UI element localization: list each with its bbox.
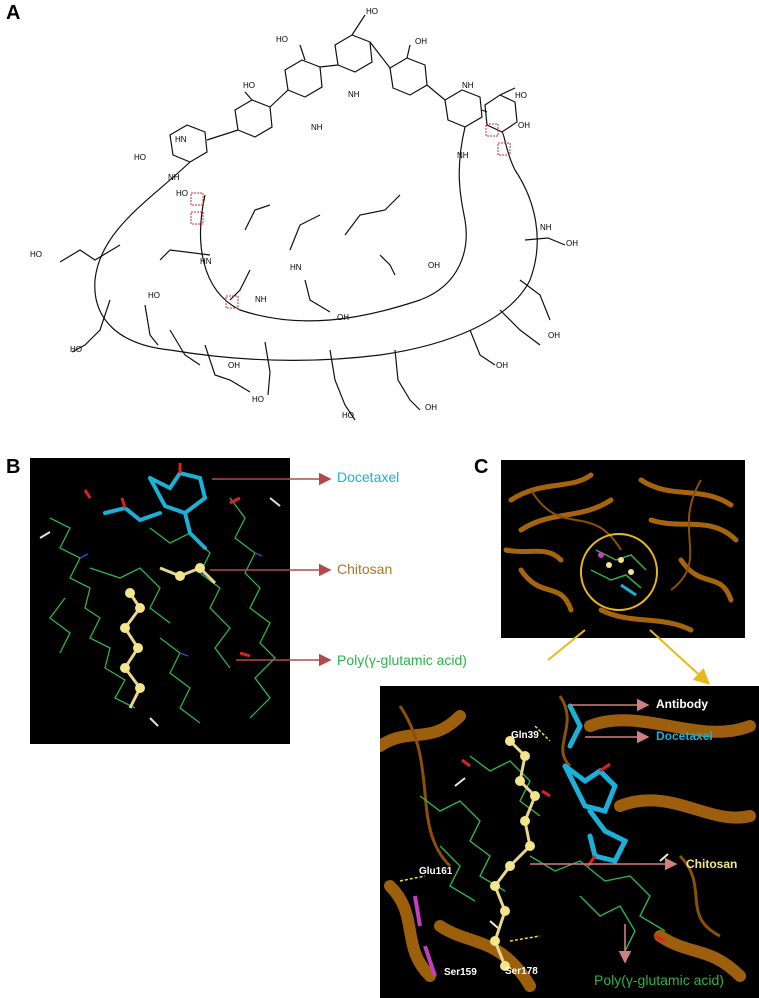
hydrogen-sticks-b xyxy=(39,497,281,727)
ligand-overview xyxy=(590,549,647,597)
protein-render-zoom xyxy=(380,695,756,992)
svg-text:OH: OH xyxy=(415,37,427,46)
panel-c-label: C xyxy=(474,456,489,478)
svg-text:HO: HO xyxy=(366,7,378,16)
hbond-lines-c xyxy=(399,725,551,942)
svg-text:OH: OH xyxy=(518,121,530,130)
svg-text:NH: NH xyxy=(311,123,323,132)
residue-ser159: Ser159 xyxy=(444,967,477,978)
svg-text:OH: OH xyxy=(425,403,437,412)
docetaxel-sticks-b xyxy=(103,470,208,550)
arrows-b xyxy=(210,472,332,667)
zoom-lines xyxy=(547,629,710,685)
crosslink-markers xyxy=(190,123,511,309)
svg-text:NH: NH xyxy=(457,151,469,160)
pga-sticks-b xyxy=(49,497,276,724)
callout-pga-b: Poly(γ-glutamic acid) xyxy=(337,652,467,668)
svg-text:NH: NH xyxy=(348,90,360,99)
hydrogen-sticks-c xyxy=(454,777,669,929)
residue-gln39: Gln39 xyxy=(511,730,539,741)
svg-text:OH: OH xyxy=(428,261,440,270)
svg-text:HO: HO xyxy=(276,35,288,44)
chitosan-balls-b xyxy=(120,563,205,693)
docetaxel-sticks-c xyxy=(562,703,629,864)
chitosan-sticks-c xyxy=(493,739,537,967)
svg-text:OH: OH xyxy=(228,361,240,370)
structure-bonds xyxy=(59,14,566,421)
svg-text:NH: NH xyxy=(168,173,180,182)
protein-render-overview xyxy=(503,472,739,633)
chitosan-balls-c xyxy=(490,736,540,971)
residue-ser178: Ser178 xyxy=(505,966,538,977)
svg-text:HO: HO xyxy=(252,395,264,404)
svg-text:NH: NH xyxy=(462,81,474,90)
protein-loops-zoom xyxy=(398,695,721,938)
svg-text:OH: OH xyxy=(548,331,560,340)
molecule-render-b xyxy=(39,463,281,727)
protein-ribbons-overview xyxy=(503,472,739,633)
magenta-residues-c xyxy=(413,895,437,977)
oxygen-sticks-c xyxy=(461,758,666,943)
svg-text:NH: NH xyxy=(540,223,552,232)
svg-text:HN: HN xyxy=(175,135,187,144)
oxygen-sticks-b xyxy=(83,463,251,658)
pga-sticks-c xyxy=(419,755,666,952)
panel-a-label: A xyxy=(6,2,21,24)
callout-pga-c: Poly(γ-glutamic acid) xyxy=(594,972,724,988)
atom-labels: HO OH HO HO NH NH NH HO OH HO HN NH NH H… xyxy=(30,7,578,420)
svg-text:HO: HO xyxy=(70,345,82,354)
callout-docetaxel-b: Docetaxel xyxy=(337,469,400,485)
chemical-structure: HO OH HO HO NH NH NH HO OH HO HN NH NH H… xyxy=(30,7,578,421)
residue-glu161: Glu161 xyxy=(419,866,453,877)
zoom-circle xyxy=(580,533,658,611)
svg-text:HO: HO xyxy=(148,291,160,300)
callout-docetaxel-c: Docetaxel xyxy=(656,729,713,743)
protein-loops-overview xyxy=(530,479,702,591)
svg-text:NH: NH xyxy=(255,295,267,304)
svg-text:OH: OH xyxy=(337,313,349,322)
svg-text:HO: HO xyxy=(243,81,255,90)
callout-chitosan-b: Chitosan xyxy=(337,561,393,577)
svg-text:HN: HN xyxy=(200,257,212,266)
svg-text:HO: HO xyxy=(342,411,354,420)
svg-text:HO: HO xyxy=(30,250,42,259)
callout-chitosan-c: Chitosan xyxy=(686,857,738,871)
svg-text:OH: OH xyxy=(566,239,578,248)
svg-text:HO: HO xyxy=(176,189,188,198)
svg-text:HO: HO xyxy=(134,153,146,162)
callout-antibody: Antibody xyxy=(656,697,708,711)
svg-text:OH: OH xyxy=(496,361,508,370)
antibody-overview xyxy=(501,460,745,638)
binding-site-zoom xyxy=(380,686,759,998)
protein-ribbons-zoom xyxy=(380,710,756,992)
panel-b-label: B xyxy=(6,456,21,478)
svg-text:HN: HN xyxy=(290,263,302,272)
svg-text:HO: HO xyxy=(515,91,527,100)
docking-view-b xyxy=(30,458,290,744)
